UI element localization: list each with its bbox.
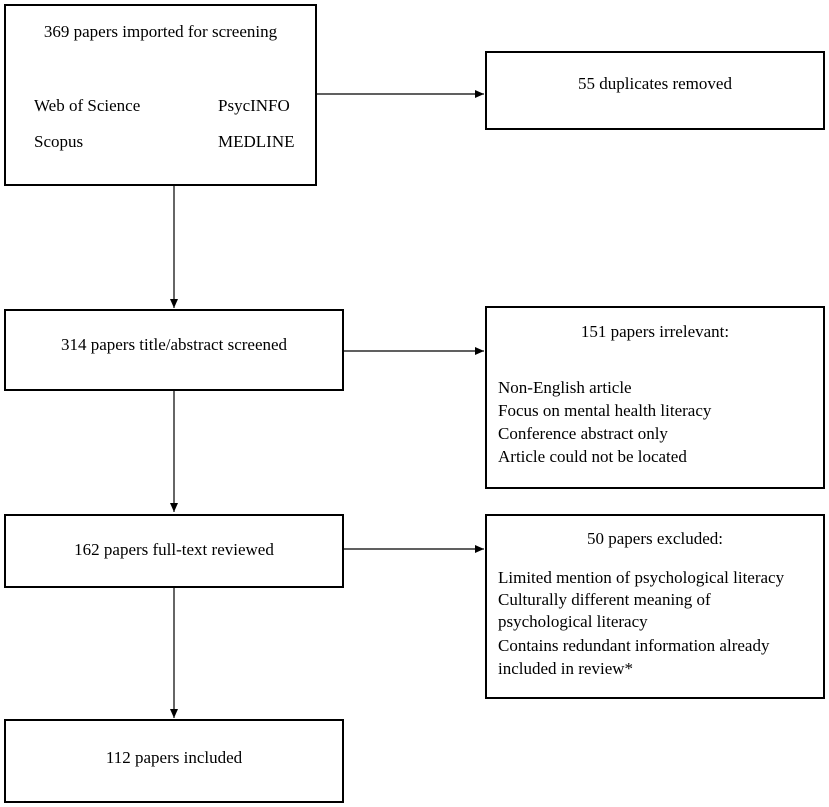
screened-box: 314 papers title/abstract screened xyxy=(4,309,344,391)
source-web-of-science: Web of Science xyxy=(34,96,141,115)
irrelevant-reason: Non-English article xyxy=(498,378,632,397)
fulltext-title: 162 papers full-text reviewed xyxy=(74,540,274,559)
imported-title: 369 papers imported for screening xyxy=(43,22,278,41)
imported-box: 369 papers imported for screening Web of… xyxy=(4,4,317,186)
screened-title: 314 papers title/abstract screened xyxy=(60,335,288,354)
source-scopus: Scopus xyxy=(34,132,84,151)
irrelevant-box: 151 papers irrelevant: Non-English artic… xyxy=(485,306,825,489)
irrelevant-reason: Focus on mental health literacy xyxy=(498,401,712,420)
duplicates-box: 55 duplicates removed xyxy=(485,51,825,130)
duplicates-title: 55 duplicates removed xyxy=(578,74,732,93)
excluded-box: 50 papers excluded: Limited mention of p… xyxy=(485,514,825,699)
excluded-title: 50 papers excluded: xyxy=(587,529,723,548)
irrelevant-reason: Article could not be located xyxy=(498,447,687,466)
included-box: 112 papers included xyxy=(4,719,344,803)
excluded-reason: psychological literacy xyxy=(498,612,648,631)
source-psycinfo: PsycINFO xyxy=(218,96,290,115)
irrelevant-reason: Conference abstract only xyxy=(498,424,668,443)
fulltext-box: 162 papers full-text reviewed xyxy=(4,514,344,588)
excluded-reason: Culturally different meaning of xyxy=(498,590,711,609)
excluded-reason: Contains redundant information already xyxy=(498,636,770,655)
excluded-reason: included in review* xyxy=(498,659,634,678)
excluded-reason: Limited mention of psychological literac… xyxy=(498,568,785,587)
included-title: 112 papers included xyxy=(105,748,243,767)
source-medline: MEDLINE xyxy=(218,132,295,151)
irrelevant-title: 151 papers irrelevant: xyxy=(580,322,730,341)
